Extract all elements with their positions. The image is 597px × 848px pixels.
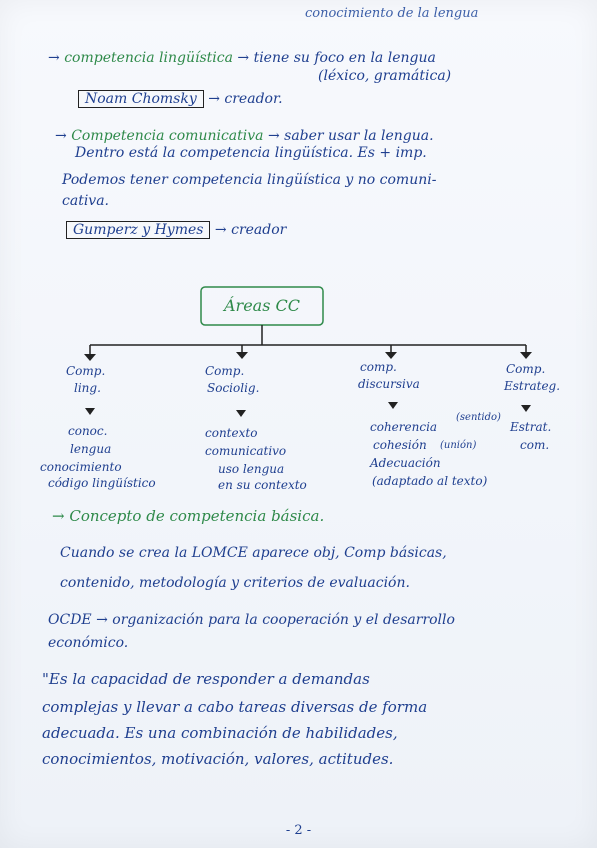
branch-2-desc2: cohesión: [373, 438, 427, 452]
cohesion-note: (unión): [440, 440, 477, 451]
branch-0-desc1: conoc.: [68, 424, 108, 438]
lexico-gramatica: (léxico, gramática): [318, 68, 452, 84]
branch-2-title2: discursiva: [358, 377, 420, 391]
branch-2-title1: comp.: [360, 360, 397, 374]
noam-chomsky-box: Noam Chomsky: [78, 90, 204, 108]
arrow-icon: →: [55, 128, 72, 144]
branch-1-title2: Sociolig.: [207, 381, 260, 395]
concept-heading: → Concepto de competencia básica.: [52, 507, 325, 525]
branch-2-desc4: (adaptado al texto): [372, 474, 488, 488]
noam-role: → creador.: [208, 91, 283, 107]
term-competencia-linguistica: competencia lingüística: [64, 50, 233, 66]
term-competencia-comunicativa: Competencia comunicativa: [71, 128, 264, 144]
branch-0-desc4: código lingüístico: [48, 476, 156, 490]
p2b: económico.: [48, 635, 129, 651]
branch-3-desc2: com.: [520, 438, 550, 452]
page-number: - 2 -: [285, 823, 312, 838]
p3c: adecuada. Es una combinación de habilida…: [42, 724, 398, 742]
branch-1-desc2: comunicativo: [205, 444, 287, 458]
p3b: complejas y llevar a cabo tareas diversa…: [42, 698, 428, 716]
branch-0-title2: ling.: [74, 381, 101, 395]
branch-1-title1: Comp.: [205, 364, 245, 378]
branch-0-title1: Comp.: [66, 364, 106, 378]
branch-1-desc3: uso lengua: [218, 462, 285, 476]
gumperz-line: Gumperz y Hymes → creador: [66, 221, 597, 239]
gumperz-hymes-box: Gumperz y Hymes: [66, 221, 211, 239]
branch-2-desc3: Adecuación: [370, 456, 441, 470]
line6: cativa.: [62, 193, 109, 209]
arrow-icon: →: [48, 50, 60, 66]
header-note: conocimiento de la lengua: [305, 6, 479, 21]
p1a: Cuando se crea la LOMCE aparece obj, Com…: [60, 545, 447, 561]
branch-2-desc1: coherencia: [370, 420, 438, 434]
branch-0-desc3: conocimiento: [40, 460, 122, 474]
line-competencia-comunicativa: → Competencia comunicativa → saber usar …: [55, 128, 597, 144]
p2a: OCDE → organización para la cooperación …: [48, 612, 455, 628]
branch-1-desc1: contexto: [205, 426, 258, 440]
coherence-note: (sentido): [456, 412, 501, 423]
branch-3-title2: Estrateg.: [504, 379, 561, 393]
branch-1-desc4: en su contexto: [218, 478, 307, 492]
p1b: contenido, metodología y criterios de ev…: [60, 575, 410, 591]
branch-0-desc2: lengua: [70, 442, 112, 456]
noam-line: Noam Chomsky → creador.: [78, 90, 597, 108]
line4: Dentro está la competencia lingüística. …: [75, 145, 427, 161]
areas-title: Áreas CC: [224, 296, 300, 315]
branch-3-title1: Comp.: [506, 362, 546, 376]
branch-3-desc1: Estrat.: [510, 420, 552, 434]
gumperz-role: → creador: [214, 222, 287, 238]
line3-rest: → saber usar la lengua.: [267, 128, 434, 144]
p3a: "Es la capacidad de responder a demandas: [42, 670, 370, 688]
line5: Podemos tener competencia lingüística y …: [62, 172, 437, 188]
line1-rest: → tiene su foco en la lengua: [237, 50, 436, 66]
p3d: conocimientos, motivación, valores, acti…: [42, 750, 394, 768]
line-competencia-linguistica: → competencia lingüística → tiene su foc…: [48, 50, 597, 66]
